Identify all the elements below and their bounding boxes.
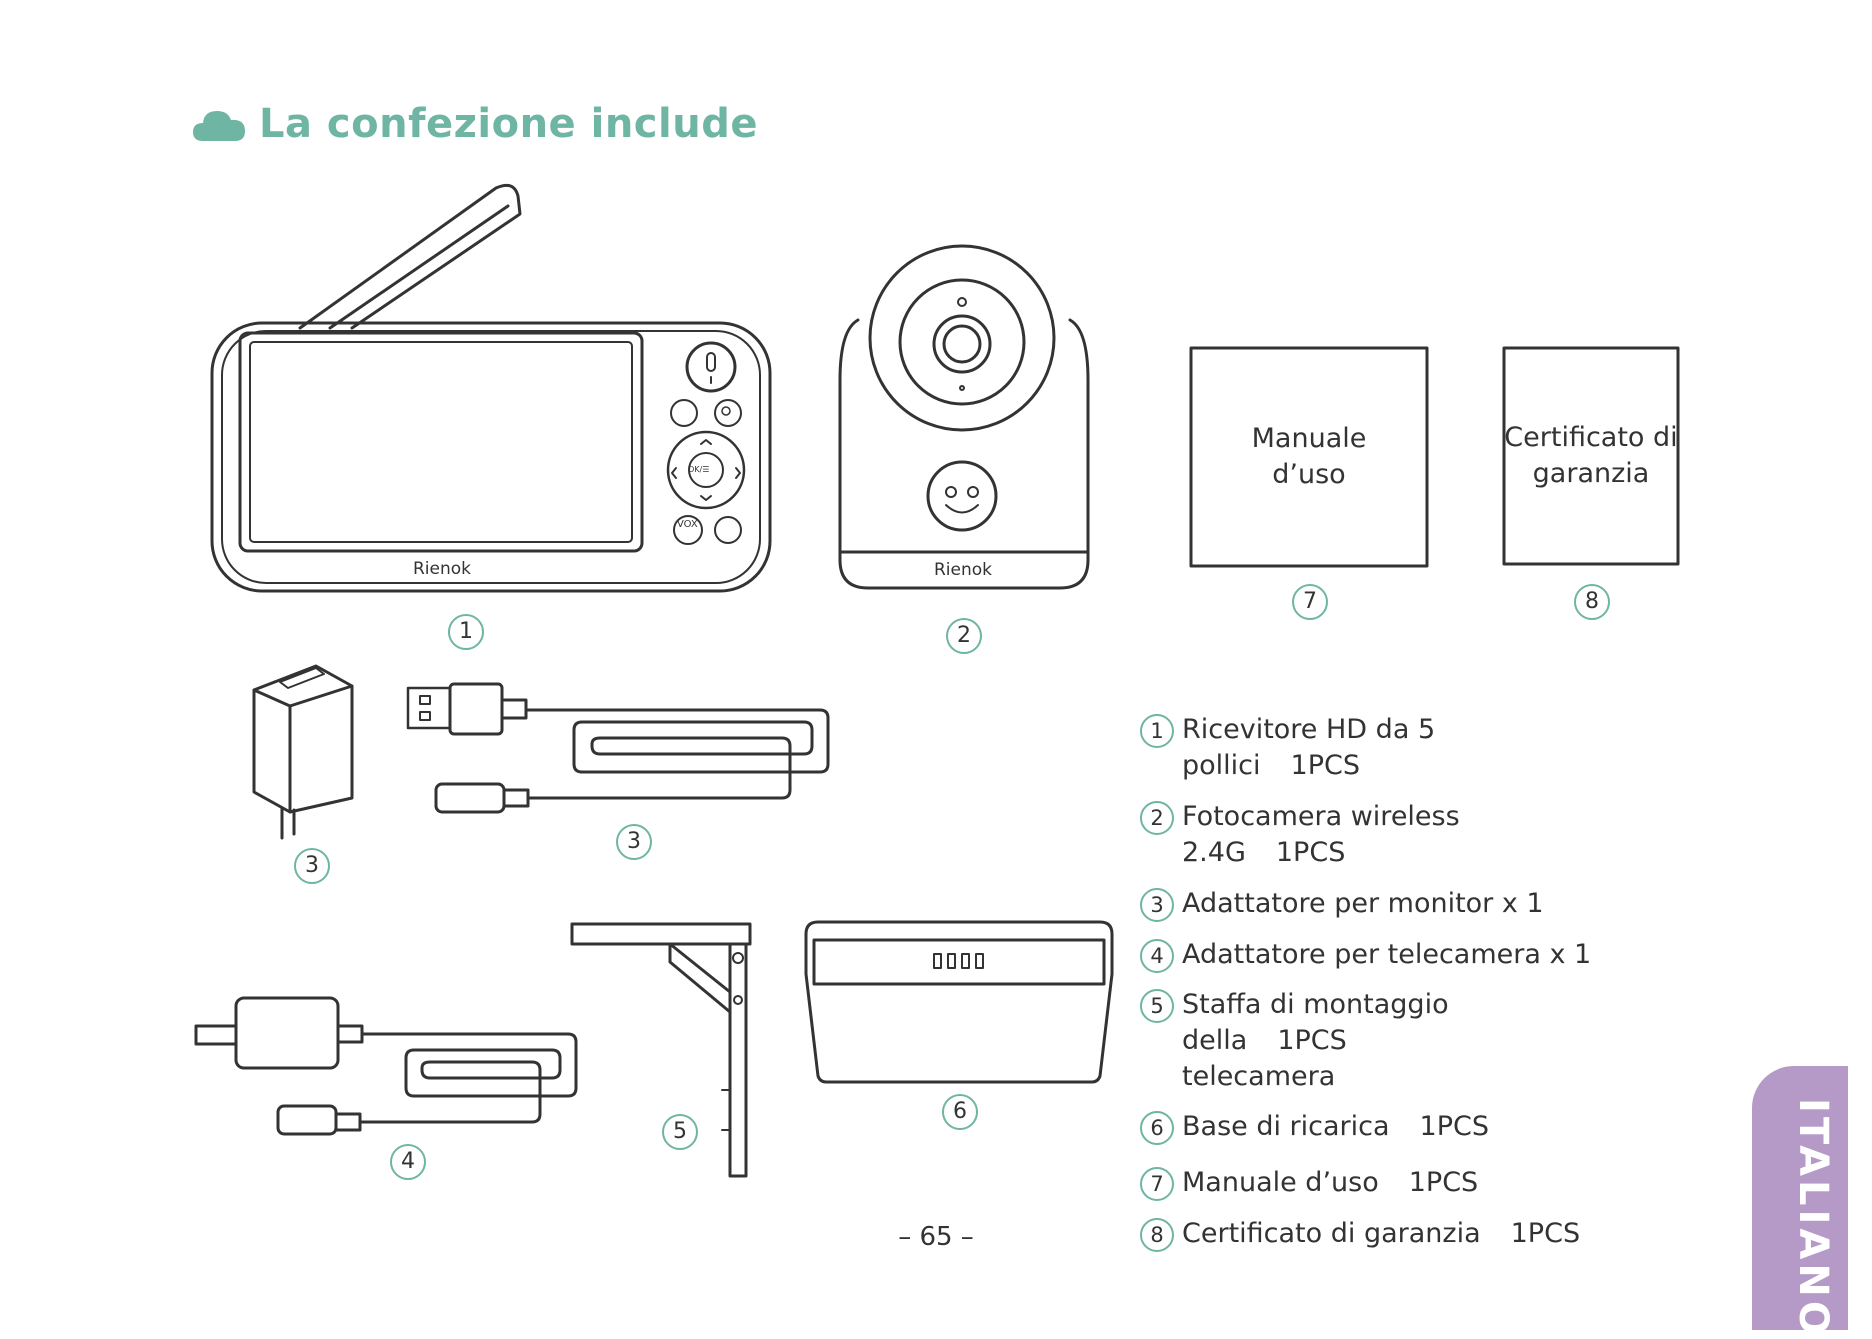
callout-5: 5 [662, 1114, 698, 1150]
camera-brand: Rienok [934, 560, 992, 580]
language-tab [1752, 1066, 1848, 1330]
monitor-adapter-illustration [252, 664, 354, 840]
manual-label-line1: Manuale [1251, 423, 1367, 454]
list-item-number: 5 [1140, 989, 1174, 1023]
list-item-qty: 1PCS [1408, 1167, 1479, 1198]
list-item-number: 6 [1140, 1111, 1174, 1145]
callout-4: 4 [390, 1144, 426, 1180]
language-tab-label: ITALIANO [1790, 1098, 1836, 1339]
list-item: 6 Base di ricarica 1PCS [1140, 1109, 1620, 1145]
list-item: 4 Adattatore per telecamera x 1 [1140, 937, 1620, 973]
monitor-brand: Rienok [413, 559, 471, 579]
manual-box [1189, 346, 1429, 568]
list-item-name: Adattatore per monitor x 1 [1182, 888, 1544, 919]
camera-adapter-illustration [194, 996, 578, 1136]
list-item-number: 8 [1140, 1218, 1174, 1252]
manual-label: Manuale d’uso [1191, 348, 1427, 566]
callout-2: 2 [946, 618, 982, 654]
manual-label-line2: d’uso [1272, 459, 1346, 490]
list-item-name: Base di ricarica [1182, 1111, 1390, 1142]
list-item-number: 1 [1140, 714, 1174, 748]
list-item-qty: 1PCS [1290, 750, 1360, 781]
vox-button-label: VOX [677, 519, 698, 530]
camera-illustration [838, 244, 1090, 590]
list-item-number: 2 [1140, 801, 1174, 835]
list-item: 7 Manuale d’uso 1PCS [1140, 1165, 1620, 1201]
mounting-bracket-illustration [570, 922, 752, 1178]
list-item-name: Fotocamera wireless 2.4G [1182, 801, 1460, 868]
warranty-label-line2: garanzia [1532, 458, 1650, 489]
charging-base-illustration [804, 920, 1114, 1084]
list-item-name: Adattatore per telecamera x 1 [1182, 939, 1592, 970]
warranty-label: Certificato di garanzia [1504, 348, 1678, 564]
callout-8: 8 [1574, 584, 1610, 620]
callout-1: 1 [448, 614, 484, 650]
list-item-qty: 1PCS [1510, 1218, 1581, 1249]
warranty-label-line1: Certificato di [1504, 422, 1678, 453]
list-item-number: 3 [1140, 888, 1174, 922]
list-item-number: 7 [1140, 1167, 1174, 1201]
list-item-name-line2: telecamera [1182, 1061, 1336, 1092]
section-title: La confezione include [193, 96, 758, 152]
list-item-qty: 1PCS [1277, 1025, 1347, 1056]
list-item-name: Staffa di montaggio della [1182, 989, 1449, 1056]
list-item-qty: 1PCS [1419, 1111, 1489, 1142]
monitor-illustration [210, 183, 772, 593]
list-item-number: 4 [1140, 939, 1174, 973]
callout-7: 7 [1292, 584, 1328, 620]
callout-3-cable: 3 [616, 824, 652, 860]
list-item-name: Manuale d’uso [1182, 1167, 1379, 1198]
list-item-qty: 1PCS [1275, 837, 1346, 868]
callout-3-adapter: 3 [294, 848, 330, 884]
usb-cable-illustration [406, 682, 830, 814]
page-number: – 65 – [898, 1222, 974, 1252]
warranty-box [1502, 346, 1680, 566]
callout-6: 6 [942, 1094, 978, 1130]
title-text: La confezione include [259, 101, 758, 147]
list-item: 8 Certificato di garanzia 1PCS [1140, 1216, 1620, 1252]
list-item-name: Ricevitore HD da 5 pollici [1182, 714, 1436, 781]
list-item: 3 Adattatore per monitor x 1 [1140, 886, 1620, 922]
cloud-icon [193, 111, 245, 141]
list-item-name: Certificato di garanzia [1182, 1218, 1481, 1249]
ok-button-label: OK/☰ [688, 465, 709, 474]
